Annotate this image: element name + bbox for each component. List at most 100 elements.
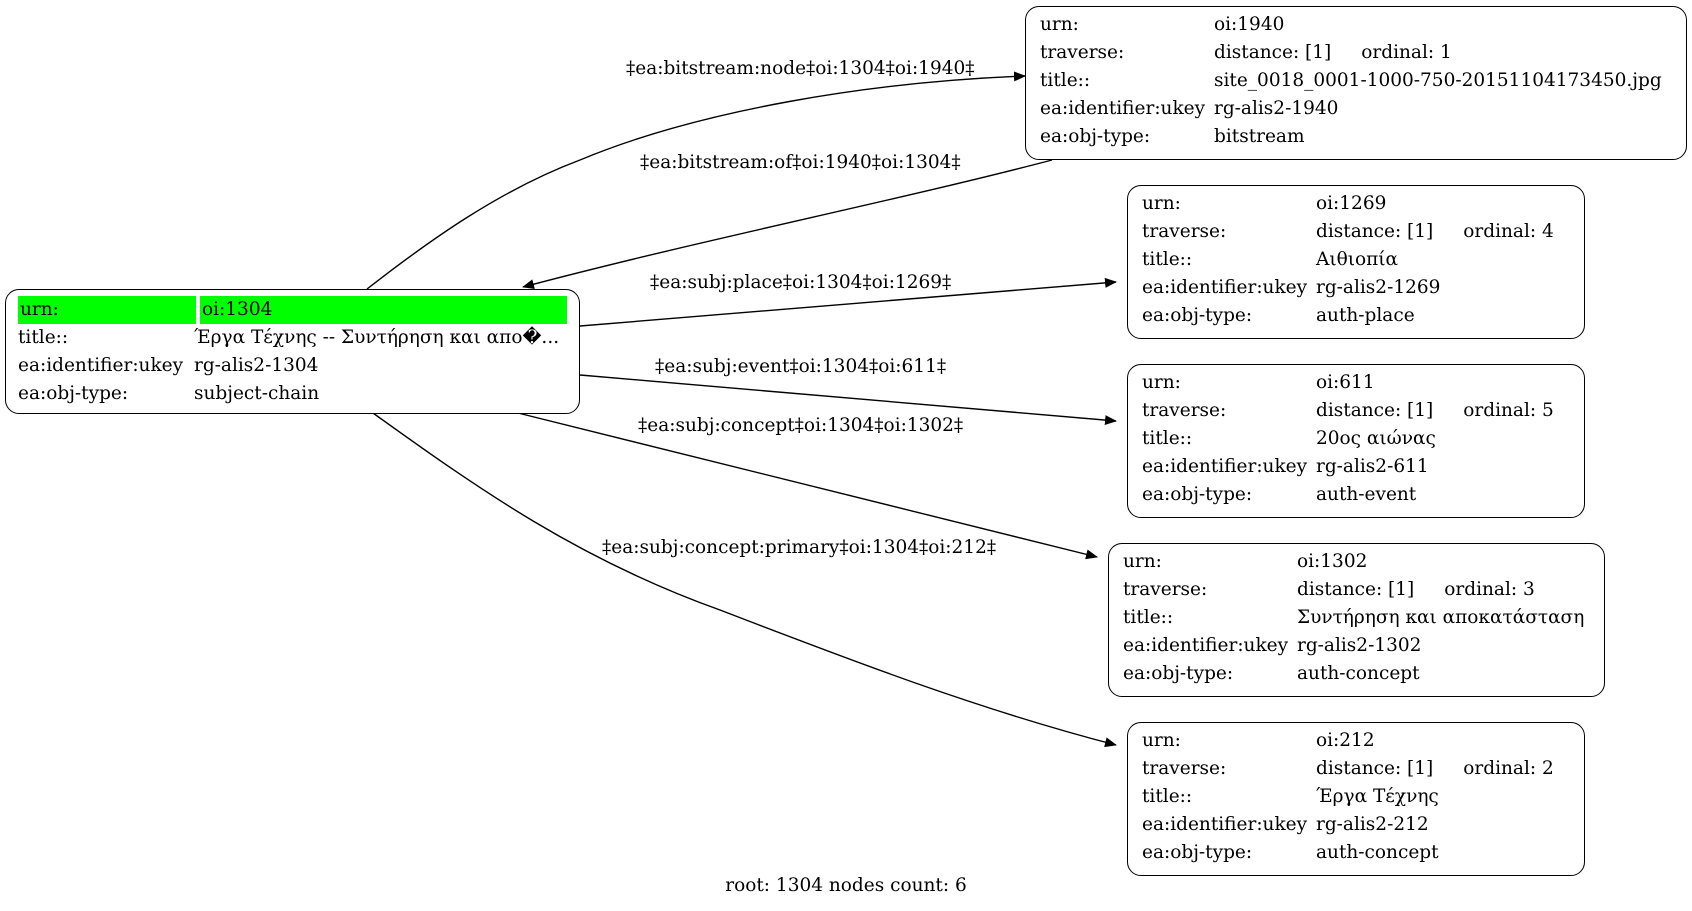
title-value: Συντήρηση και αποκατάσταση bbox=[1297, 607, 1585, 628]
urn-value: oi:1940 bbox=[1214, 14, 1285, 35]
edge-label-bitstream-node: ‡ea:bitstream:node‡oi:1304‡oi:1940‡ bbox=[626, 58, 975, 79]
edge-subj-event bbox=[579, 374, 1117, 426]
edge-subj-place bbox=[579, 277, 1117, 327]
distance-value: distance: [1] bbox=[1297, 579, 1415, 600]
node-row-traverse: traverse: distance: [1] ordinal: 3 bbox=[1123, 576, 1590, 604]
root-row-urn: urn: oi:1304 bbox=[18, 296, 567, 324]
node-row-traverse: traverse:distance: [1]ordinal: 5 bbox=[1142, 397, 1570, 425]
root-ukey-value: rg-alis2-1304 bbox=[194, 355, 319, 376]
ukey-value: rg-alis2-1269 bbox=[1316, 277, 1441, 298]
edge-label-subj-concept: ‡ea:subj:concept‡oi:1304‡oi:1302‡ bbox=[638, 415, 963, 436]
node-row-urn: urn: oi:1302 bbox=[1123, 548, 1590, 576]
title-key: title:: bbox=[1142, 249, 1193, 270]
title-value: Αιθιοπία bbox=[1316, 249, 1399, 270]
node-row-ukey: ea:identifier:ukey rg-alis2-1302 bbox=[1123, 632, 1590, 660]
edge-subj-concept bbox=[517, 412, 1098, 560]
node-row-title: title::Έργα Τέχνης bbox=[1142, 783, 1570, 811]
edge-label-subj-event: ‡ea:subj:event‡oi:1304‡oi:611‡ bbox=[655, 356, 946, 377]
node-row-obj-type: ea:obj-type:bitstream bbox=[1040, 123, 1672, 151]
node-row-obj-type: ea:obj-type: auth-concept bbox=[1123, 660, 1590, 688]
ordinal-value: ordinal: 4 bbox=[1463, 221, 1554, 242]
urn-key: urn: bbox=[1123, 551, 1162, 572]
ordinal-value: ordinal: 3 bbox=[1444, 579, 1535, 600]
title-key: title:: bbox=[1040, 70, 1091, 91]
ukey-value: rg-alis2-1302 bbox=[1297, 635, 1422, 656]
ukey-key: ea:identifier:ukey bbox=[1142, 814, 1308, 835]
urn-key: urn: bbox=[1142, 372, 1181, 393]
traverse-key: traverse: bbox=[1142, 221, 1227, 242]
obj-type-value: auth-place bbox=[1316, 305, 1415, 326]
root-urn-key: urn: bbox=[18, 296, 196, 324]
title-value: site_0018_0001-1000-750-20151104173450.j… bbox=[1214, 70, 1662, 91]
ukey-value: rg-alis2-1940 bbox=[1214, 98, 1339, 119]
node-row-title: title::Αιθιοπία bbox=[1142, 246, 1570, 274]
distance-value: distance: [1] bbox=[1214, 42, 1332, 63]
root-row-ukey: ea:identifier:ukey rg-alis2-1304 bbox=[18, 352, 567, 380]
ukey-key: ea:identifier:ukey bbox=[1123, 635, 1289, 656]
obj-type-value: auth-concept bbox=[1297, 663, 1420, 684]
edge-subj-concept-primary bbox=[372, 412, 1117, 748]
node-row-traverse: traverse: distance: [1] ordinal: 2 bbox=[1142, 755, 1570, 783]
root-title-key: title:: bbox=[18, 327, 69, 348]
ukey-value: rg-alis2-212 bbox=[1316, 814, 1429, 835]
edge-bitstream-node bbox=[366, 71, 1026, 290]
ukey-key: ea:identifier:ukey bbox=[1142, 456, 1308, 477]
root-row-obj-type: ea:obj-type: subject-chain bbox=[18, 380, 567, 408]
node-row-title: title::site_0018_0001-1000-750-201511041… bbox=[1040, 67, 1672, 95]
traverse-key: traverse: bbox=[1123, 579, 1208, 600]
distance-value: distance: [1] bbox=[1316, 758, 1434, 779]
node-oi-1269[interactable]: urn:oi:1269 traverse: distance: [1] ordina… bbox=[1127, 185, 1585, 339]
node-oi-212[interactable]: urn:oi:212 traverse: distance: [1] ordinal… bbox=[1127, 722, 1585, 876]
title-value: 20ος αιώνας bbox=[1316, 428, 1436, 449]
urn-key: urn: bbox=[1040, 14, 1079, 35]
node-row-obj-type: ea:obj-type: auth-concept bbox=[1142, 839, 1570, 867]
traverse-key: traverse: bbox=[1142, 758, 1227, 779]
ordinal-value: ordinal: 1 bbox=[1361, 42, 1452, 63]
obj-type-key: ea:obj-type: bbox=[1142, 484, 1253, 505]
obj-type-value: auth-concept bbox=[1316, 842, 1439, 863]
node-row-obj-type: ea:obj-type: auth-place bbox=[1142, 302, 1570, 330]
node-row-title: title::20ος αιώνας bbox=[1142, 425, 1570, 453]
root-row-title: title:: Έργα Τέχνης -- Συντήρηση και απο… bbox=[18, 324, 567, 352]
obj-type-key: ea:obj-type: bbox=[1142, 842, 1253, 863]
traverse-key: traverse: bbox=[1040, 42, 1125, 63]
root-urn-value: oi:1304 bbox=[200, 296, 567, 324]
title-value: Έργα Τέχνης bbox=[1316, 786, 1439, 807]
ordinal-value: ordinal: 2 bbox=[1463, 758, 1554, 779]
node-row-ukey: ea:identifier:ukey rg-alis2-611 bbox=[1142, 453, 1570, 481]
node-row-traverse: traverse: distance: [1] ordinal: 1 bbox=[1040, 39, 1672, 67]
root-obj-type-value: subject-chain bbox=[194, 383, 320, 404]
obj-type-key: ea:obj-type: bbox=[1142, 305, 1253, 326]
node-row-urn: urn:oi:212 bbox=[1142, 727, 1570, 755]
root-node[interactable]: urn: oi:1304 title:: Έργα Τέχνης -- Συντ… bbox=[5, 289, 580, 414]
title-key: title:: bbox=[1142, 428, 1193, 449]
urn-value: oi:212 bbox=[1316, 730, 1375, 751]
graph-footer: root: 1304 nodes count: 6 bbox=[725, 875, 967, 896]
node-oi-611[interactable]: urn:oi:611 traverse:distance: [1]ordinal… bbox=[1127, 364, 1585, 518]
obj-type-value: auth-event bbox=[1316, 484, 1417, 505]
node-oi-1302[interactable]: urn: oi:1302 traverse: distance: [1] ordina… bbox=[1108, 543, 1605, 697]
node-row-urn: urn: oi:1940 bbox=[1040, 11, 1672, 39]
obj-type-value: bitstream bbox=[1214, 126, 1305, 147]
edge-label-subj-concept-primary: ‡ea:subj:concept:primary‡oi:1304‡oi:212‡ bbox=[602, 537, 996, 558]
edge-label-subj-place: ‡ea:subj:place‡oi:1304‡oi:1269‡ bbox=[650, 272, 951, 293]
edge-label-bitstream-of: ‡ea:bitstream:of‡oi:1940‡oi:1304‡ bbox=[640, 152, 961, 173]
node-row-urn: urn:oi:1269 bbox=[1142, 190, 1570, 218]
root-ukey-key: ea:identifier:ukey bbox=[18, 355, 184, 376]
urn-value: oi:1269 bbox=[1316, 193, 1387, 214]
ukey-key: ea:identifier:ukey bbox=[1040, 98, 1206, 119]
obj-type-key: ea:obj-type: bbox=[1123, 663, 1234, 684]
node-oi-1940[interactable]: urn: oi:1940 traverse: distance: [1] ordina… bbox=[1025, 6, 1687, 160]
title-key: title:: bbox=[1123, 607, 1174, 628]
title-key: title:: bbox=[1142, 786, 1193, 807]
node-row-traverse: traverse: distance: [1] ordinal: 4 bbox=[1142, 218, 1570, 246]
node-row-title: title::Συντήρηση και αποκατάσταση bbox=[1123, 604, 1590, 632]
urn-value: oi:1302 bbox=[1297, 551, 1368, 572]
distance-value: distance: [1] bbox=[1316, 221, 1434, 242]
node-row-urn: urn:oi:611 bbox=[1142, 369, 1570, 397]
distance-value: distance: [1] bbox=[1316, 400, 1434, 421]
root-title-value: Έργα Τέχνης -- Συντήρηση και απο�... bbox=[194, 327, 560, 348]
ukey-value: rg-alis2-611 bbox=[1316, 456, 1429, 477]
